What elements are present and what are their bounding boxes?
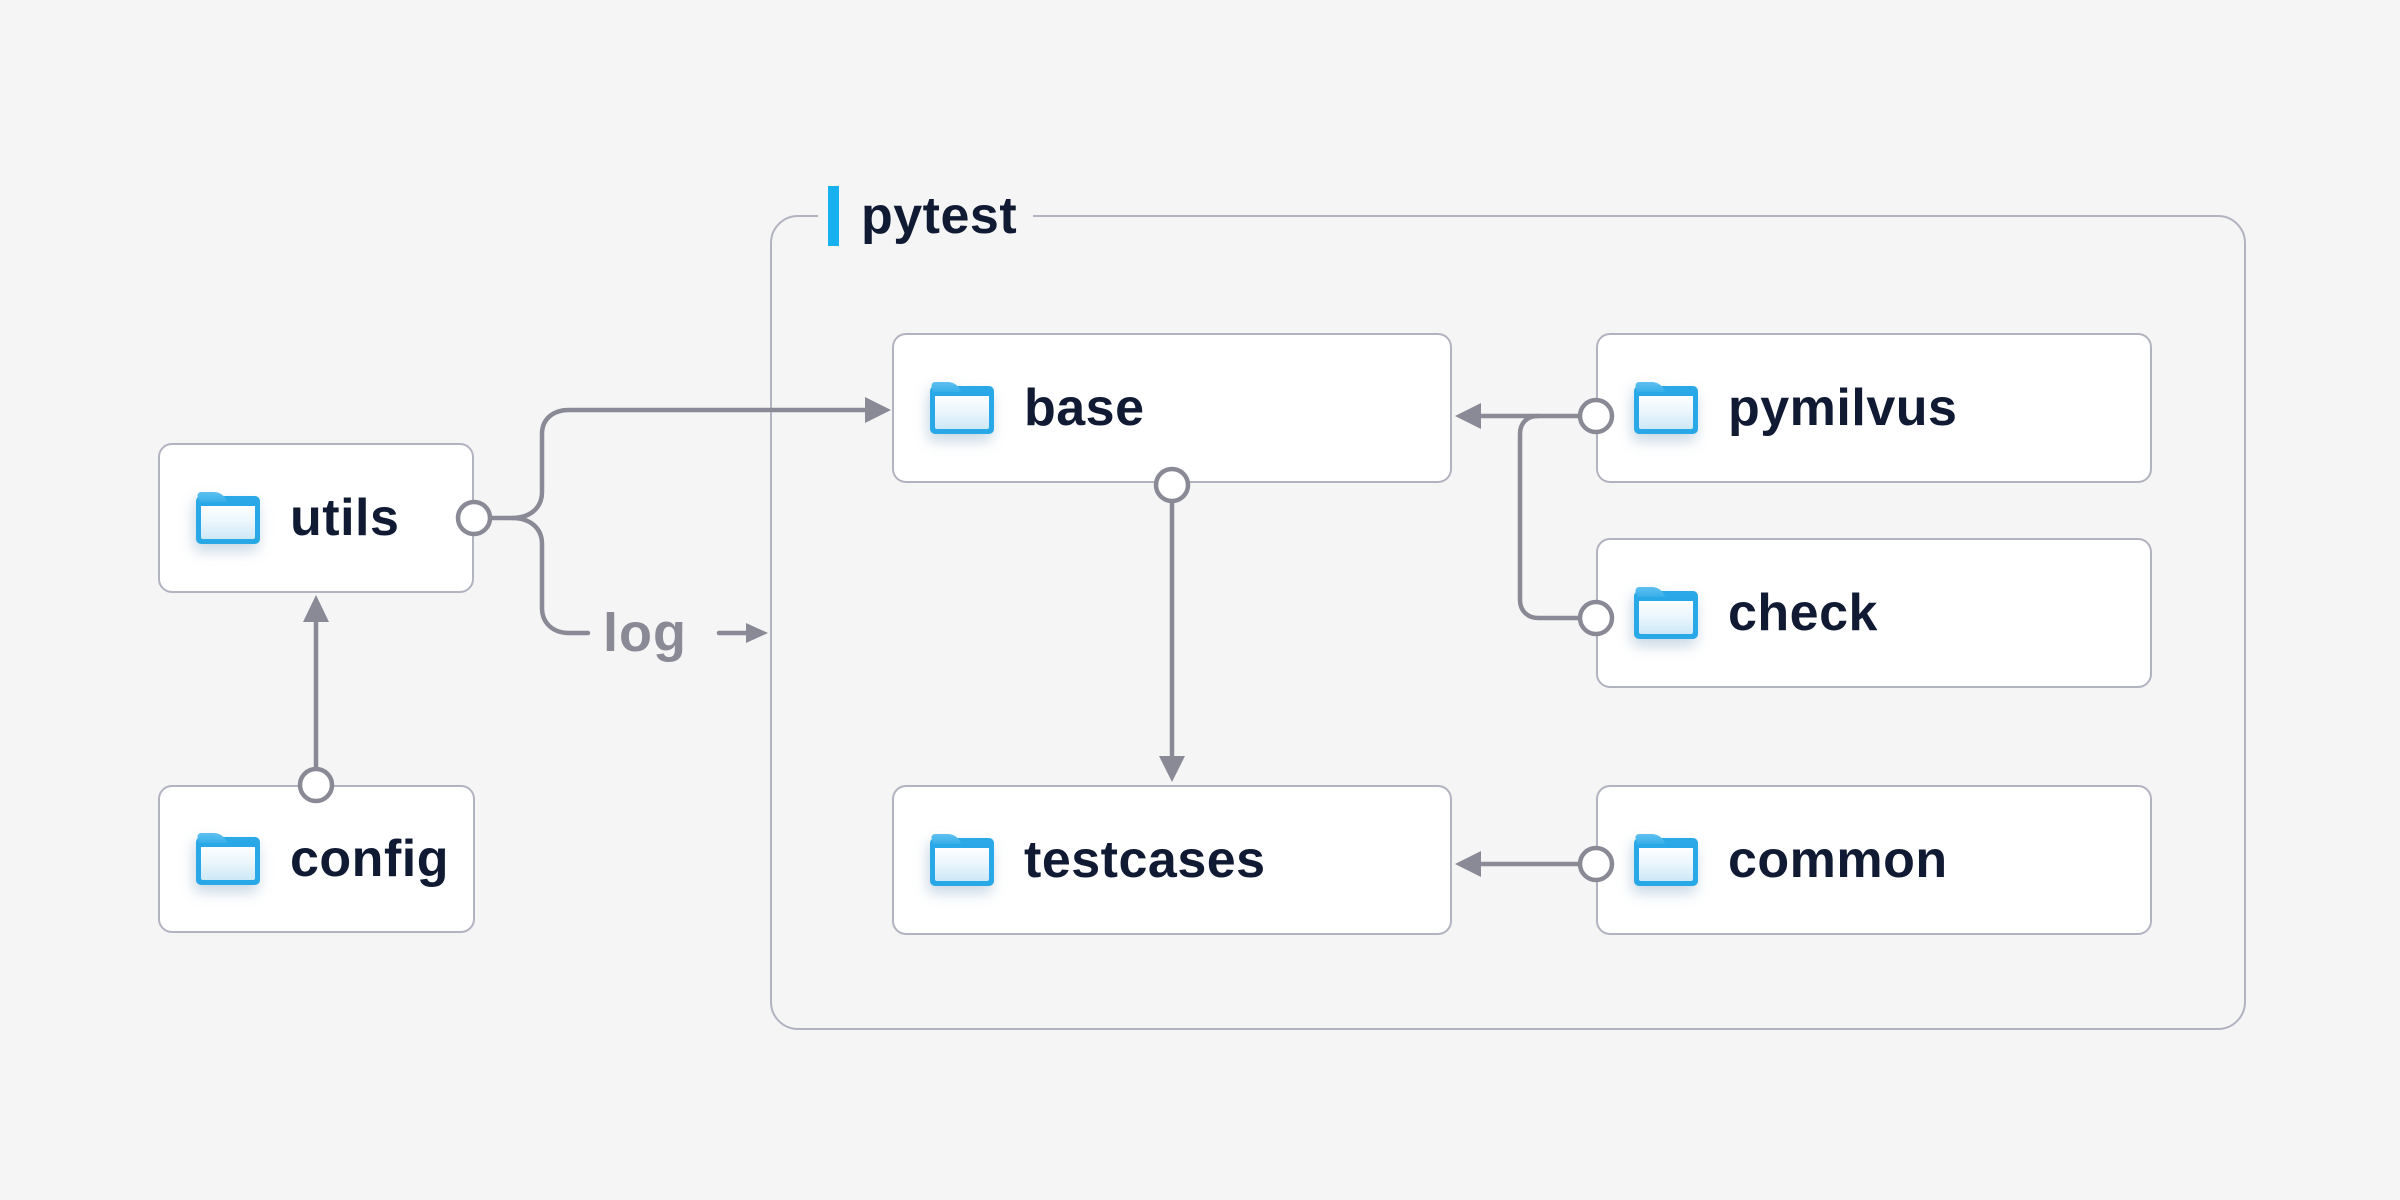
pytest-container-label: pytest (818, 186, 1034, 246)
node-common: common (1596, 785, 2152, 935)
node-base: base (892, 333, 1452, 483)
node-testcases: testcases (892, 785, 1452, 935)
arrowhead-icon (746, 623, 768, 643)
arrowhead-icon (303, 595, 329, 622)
node-common-label: common (1728, 831, 1948, 889)
pytest-label-text: pytest (861, 187, 1018, 245)
node-base-label: base (1024, 379, 1145, 437)
edge-label-log: log (603, 603, 687, 663)
folder-icon (930, 382, 994, 434)
pytest-container (770, 215, 2246, 1030)
folder-icon (930, 834, 994, 886)
accent-bar-icon (828, 186, 839, 246)
node-config: config (158, 785, 475, 933)
node-utils: utils (158, 443, 474, 593)
folder-icon (1634, 834, 1698, 886)
folder-icon (196, 492, 260, 544)
node-check: check (1596, 538, 2152, 688)
node-pymilvus: pymilvus (1596, 333, 2152, 483)
folder-icon (196, 833, 260, 885)
node-config-label: config (290, 830, 449, 888)
node-utils-label: utils (290, 489, 400, 547)
folder-icon (1634, 587, 1698, 639)
node-testcases-label: testcases (1024, 831, 1266, 889)
node-check-label: check (1728, 584, 1878, 642)
folder-icon (1634, 382, 1698, 434)
edge-utils-log (509, 515, 591, 636)
node-pymilvus-label: pymilvus (1728, 379, 1958, 437)
